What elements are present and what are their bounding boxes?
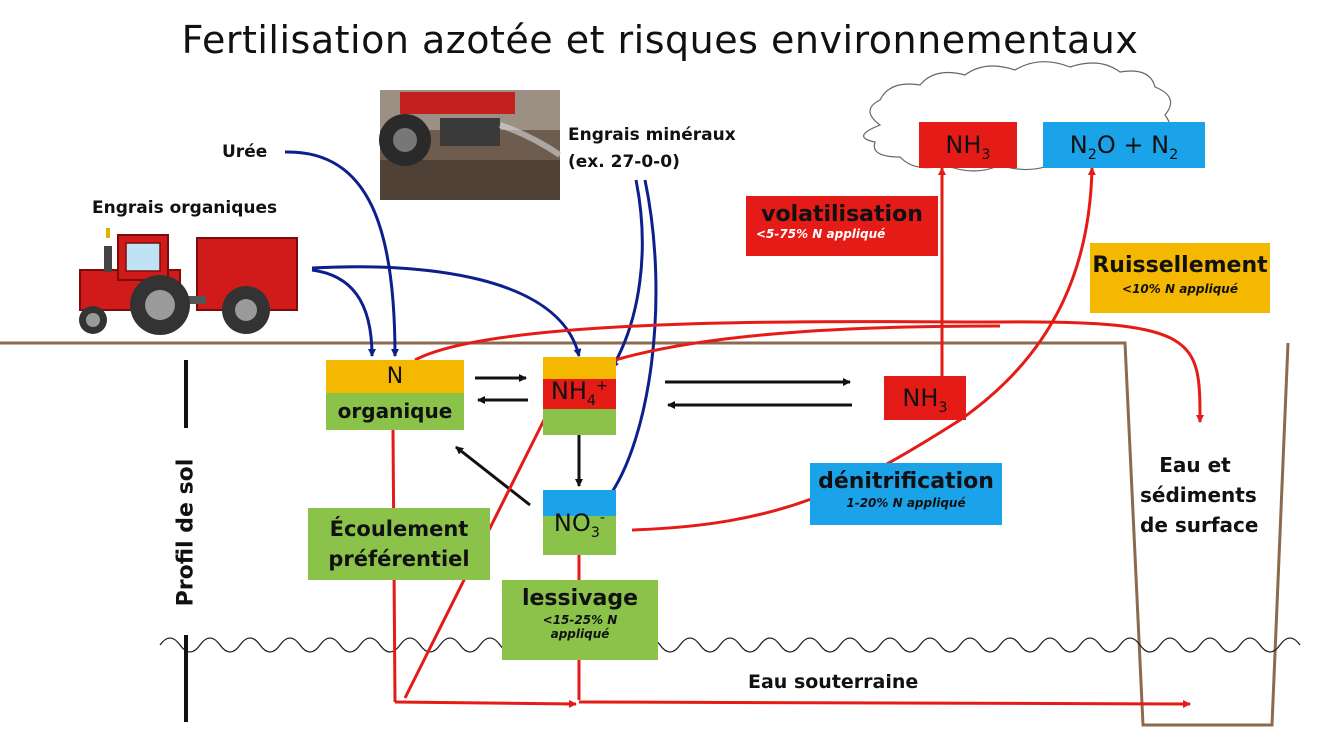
label-engrais-mineraux: Engrais minéraux: [568, 125, 736, 145]
process-lessivage: lessivage <15-25% N appliqué: [502, 580, 658, 660]
process-denitrification-detail: 1-20% N appliqué: [810, 496, 1002, 510]
process-lessivage-detail-1: <15-25% N: [502, 613, 658, 627]
process-ecoulement-preferentiel: Écoulement préférentiel: [308, 508, 490, 580]
process-ruissellement: Ruissellement <10% N appliqué: [1090, 243, 1270, 313]
node-nh3-air: NH3: [919, 122, 1017, 168]
arrow-uree-n: [285, 152, 395, 356]
arrow-mineral-nh4: [612, 180, 642, 368]
process-ruissellement-detail: <10% N appliqué: [1090, 282, 1270, 296]
process-denitrification: dénitrification 1-20% N appliqué: [810, 463, 1002, 525]
process-volatilisation: volatilisation <5-75% N appliqué: [746, 196, 938, 256]
page-title: Fertilisation azotée et risques environn…: [0, 18, 1320, 62]
node-n2o-n2: N2O + N2: [1043, 122, 1205, 168]
node-no3-label: NO3-: [543, 509, 616, 541]
node-nh4: NH4+: [543, 357, 616, 435]
node-nh3-soil: NH3: [884, 376, 966, 420]
process-denitrification-label: dénitrification: [810, 469, 1002, 494]
label-eau-surface: Eau et sédiments de surface: [1140, 450, 1250, 540]
process-lessivage-detail-2: appliqué: [502, 627, 658, 641]
spreader-photo: [379, 90, 560, 200]
process-volatilisation-detail: <5-75% N appliqué: [746, 227, 938, 241]
label-profil-de-sol: Profil de sol: [174, 433, 199, 633]
arrow-groundwater-flow: [579, 702, 1190, 704]
process-ruissellement-label: Ruissellement: [1090, 253, 1270, 278]
node-n-organique-top: N: [326, 360, 464, 393]
groundwater-wave: [160, 638, 1300, 652]
label-engrais-organiques: Engrais organiques: [92, 198, 277, 218]
tractor-icon: [79, 228, 297, 335]
process-ecoulement-line2: préférentiel: [308, 544, 490, 574]
arrow-runoff-n: [415, 322, 1200, 422]
arrow-mineral-no3: [608, 180, 656, 498]
node-no3: NO3-: [543, 490, 616, 555]
label-uree: Urée: [222, 142, 267, 162]
node-nh4-label: NH4+: [543, 377, 616, 409]
label-eau-souterraine: Eau souterraine: [748, 671, 918, 693]
label-eau-surface-line1: Eau et: [1140, 450, 1250, 480]
label-eau-surface-line2: sédiments: [1140, 480, 1250, 510]
arrow-n-to-groundwater: [395, 702, 576, 704]
label-eau-surface-line3: de surface: [1140, 510, 1250, 540]
process-lessivage-label: lessivage: [502, 586, 658, 611]
process-ecoulement-line1: Écoulement: [308, 514, 490, 544]
label-engrais-mineraux-example: (ex. 27-0-0): [568, 152, 680, 172]
process-volatilisation-label: volatilisation: [746, 202, 938, 227]
arrow-no3-to-n: [456, 447, 530, 505]
node-n-organique: N organique: [326, 360, 464, 430]
node-n-organique-bottom: organique: [326, 393, 464, 430]
